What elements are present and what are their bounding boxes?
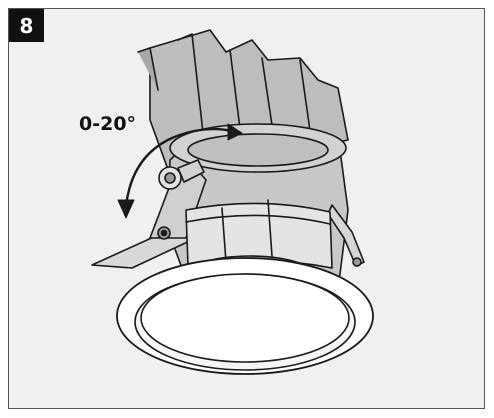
adjustment-screw bbox=[158, 159, 205, 190]
rotation-angle-label: 0-20° bbox=[79, 113, 137, 135]
trim-ring bbox=[116, 257, 374, 375]
curved-double-arrow-icon bbox=[117, 123, 243, 219]
step-number-badge: 8 bbox=[9, 9, 44, 42]
